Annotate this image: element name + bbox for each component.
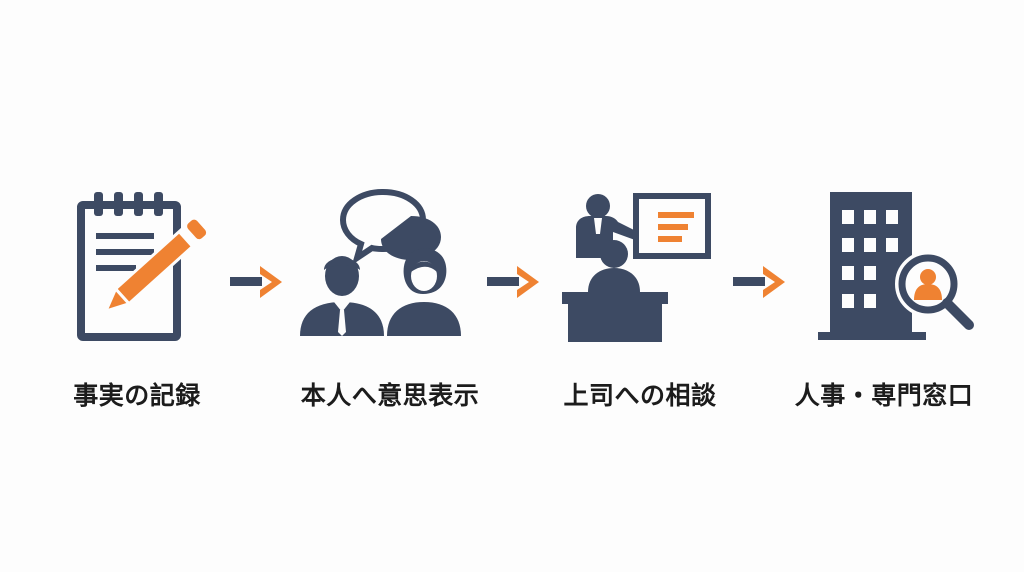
step-label-consult-supervisor: 上司への相談: [563, 381, 717, 410]
presenter-board-icon: [562, 193, 711, 342]
arrow-right-icon: [733, 266, 785, 298]
office-building-search-icon: [818, 192, 974, 340]
two-people-speech-icon: [300, 188, 461, 336]
notepad-pencil-icon: [77, 192, 207, 341]
step-label-record-facts: 事実の記録: [73, 381, 201, 410]
step-label-hr-specialist: 人事・専門窓口: [794, 381, 974, 410]
step-label-express-intent: 本人へ意思表示: [300, 381, 480, 410]
arrow-right-icon: [487, 266, 539, 298]
arrow-right-icon: [230, 266, 282, 298]
